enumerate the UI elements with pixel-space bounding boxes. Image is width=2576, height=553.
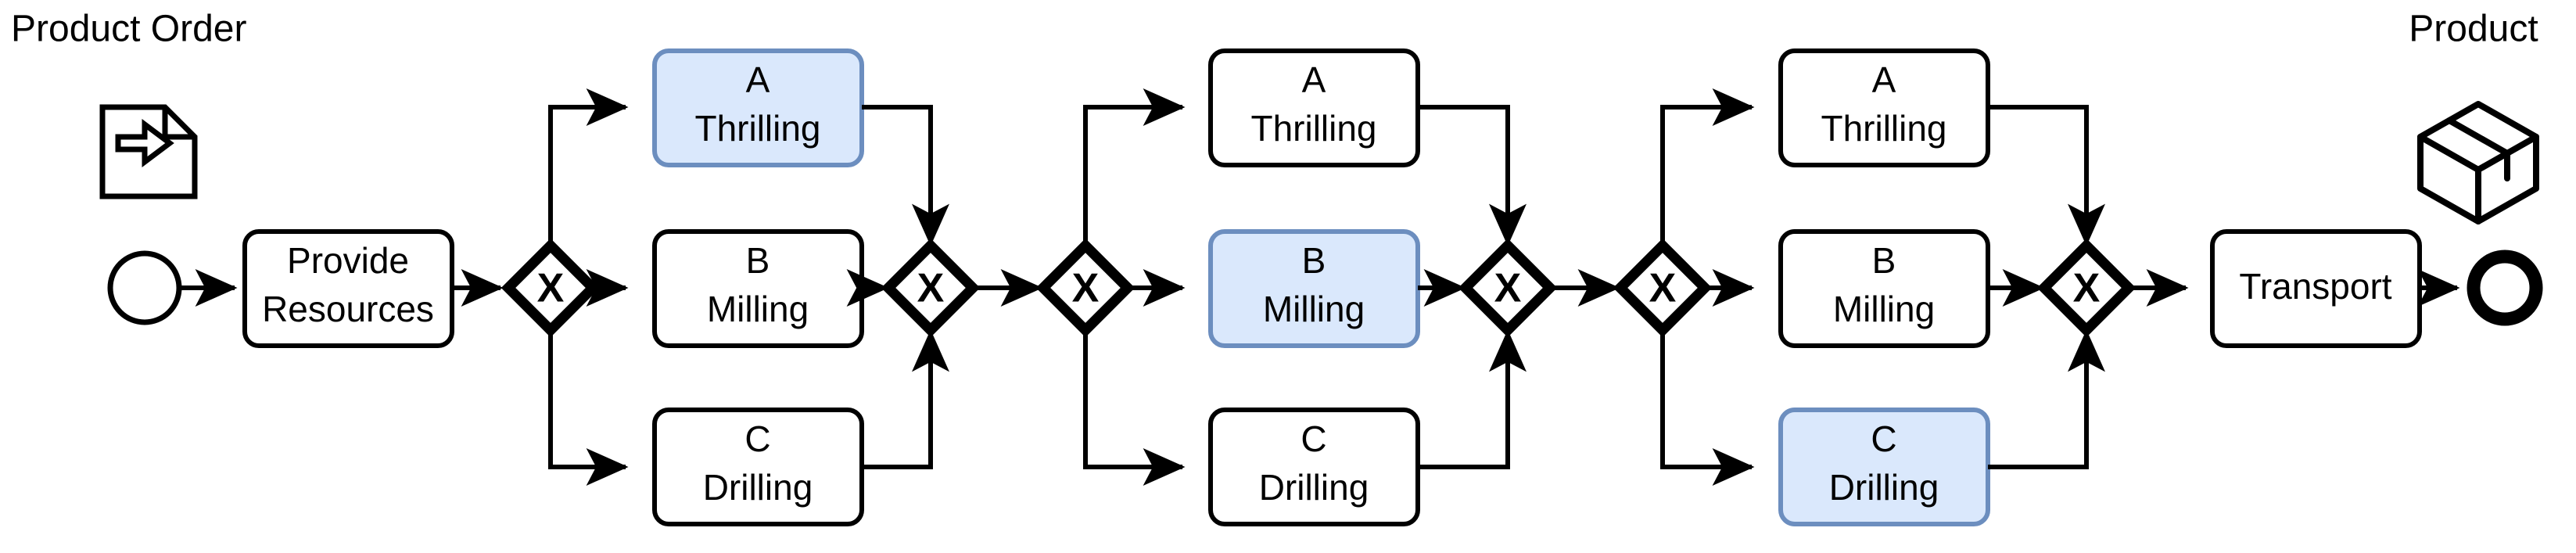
- stage-3-task-A-operation: Thrilling: [1821, 108, 1946, 149]
- stage-2-merge-gateway-diamond[interactable]: [1458, 238, 1558, 338]
- stage-2-task-C-operation: Drilling: [1259, 467, 1369, 508]
- stage-1-split-to-A: [548, 88, 629, 243]
- stage-3: X A Thrilling B Milling C Drilling X: [1613, 48, 2137, 526]
- stage-2-branch-B[interactable]: B Milling: [1208, 229, 1420, 348]
- stage-2-split-gateway[interactable]: X: [1035, 238, 1136, 338]
- stage-2-split-to-C: [1083, 332, 1186, 486]
- task-provide-resources-line2: Resources: [262, 289, 434, 329]
- stage-1-merge-gateway[interactable]: X: [881, 238, 981, 338]
- stage-3-merge-gateway-diamond[interactable]: [2036, 238, 2137, 338]
- product-order-artifact: Product Order: [11, 9, 246, 199]
- stage-1-split-gateway-symbol: X: [537, 266, 565, 311]
- task-transport[interactable]: Transport: [2210, 229, 2422, 348]
- task-provide-resources-line1: Provide: [287, 240, 409, 281]
- stage-1-branch-B[interactable]: B Milling: [652, 229, 864, 348]
- stage-2-task-B-operation: Milling: [1263, 289, 1365, 329]
- stage-3-split-to-C: [1660, 332, 1755, 486]
- stage-2-split-to-A: [1083, 88, 1186, 243]
- product-order-label: Product Order: [11, 9, 246, 50]
- stage-3-branch-B[interactable]: B Milling: [1778, 229, 1990, 348]
- stage-2-split-gateway-symbol: X: [1072, 266, 1100, 311]
- stage-1-branch-C[interactable]: C Drilling: [652, 408, 864, 526]
- product-label: Product: [2409, 9, 2538, 50]
- stage-1-task-B-letter: B: [746, 240, 770, 281]
- task-transport-label: Transport: [2239, 266, 2391, 307]
- stage-1-task-B-operation: Milling: [707, 289, 809, 329]
- stage-3-task-B-letter: B: [1872, 240, 1896, 281]
- product-artifact: Product: [2409, 9, 2539, 224]
- stage-1-merge-gateway-symbol: X: [917, 266, 945, 311]
- stage-3-task-C-operation: Drilling: [1829, 467, 1939, 508]
- stage-1-C-to-merge: [862, 329, 949, 469]
- stage-3-task-B-operation: Milling: [1833, 289, 1935, 329]
- stage-1-task-C-operation: Drilling: [703, 467, 813, 508]
- stage-2-C-to-merge: [1418, 329, 1527, 469]
- stage-3-split-gateway-symbol: X: [1649, 266, 1677, 311]
- stage-3-branch-A[interactable]: A Thrilling: [1778, 48, 1990, 167]
- stage-3-split-gateway[interactable]: X: [1613, 238, 1713, 338]
- stage-1-split-gateway[interactable]: X: [500, 238, 601, 338]
- stage-2-split-gateway-diamond[interactable]: [1035, 238, 1136, 338]
- stage-2-task-A-operation: Thrilling: [1250, 108, 1376, 149]
- stage-1-split-gateway-diamond[interactable]: [500, 238, 601, 338]
- stage-2-task-A-letter: A: [1302, 59, 1326, 100]
- stage-2-merge-gateway[interactable]: X: [1458, 238, 1558, 338]
- stage-3-split-to-A: [1660, 88, 1755, 243]
- stage-3-merge-gateway-symbol: X: [2073, 266, 2101, 311]
- stage-1-split-to-C: [548, 332, 629, 486]
- start-event[interactable]: [107, 250, 182, 325]
- stage-2-merge-gateway-symbol: X: [1494, 266, 1522, 311]
- stage-3-merge-gateway[interactable]: X: [2036, 238, 2137, 338]
- stage-2-A-to-merge: [1418, 105, 1527, 246]
- end-event[interactable]: [2467, 250, 2543, 326]
- stage-1-task-A-operation: Thrilling: [694, 108, 820, 149]
- stage-3-branch-C[interactable]: C Drilling: [1778, 408, 1990, 526]
- stage-3-split-gateway-diamond[interactable]: [1613, 238, 1713, 338]
- stage-1-task-A-letter: A: [746, 59, 770, 100]
- stage-3-A-to-merge: [1988, 105, 2105, 246]
- stage-2: X A Thrilling B Milling C Drilling X: [1035, 48, 1558, 526]
- stage-2-task-C-letter: C: [1301, 418, 1326, 459]
- stage-1-A-to-merge: [862, 105, 949, 246]
- stage-2-branch-C[interactable]: C Drilling: [1208, 408, 1420, 526]
- document-arrow-icon: [99, 104, 198, 199]
- stage-2-task-B-letter: B: [1302, 240, 1326, 281]
- stage-3-task-C-letter: C: [1871, 418, 1896, 459]
- stage-2-branch-A[interactable]: A Thrilling: [1208, 48, 1420, 167]
- stage-3-C-to-merge: [1988, 329, 2105, 469]
- stage-3-task-A-letter: A: [1872, 59, 1896, 100]
- package-box-icon: [2417, 101, 2539, 224]
- stage-1: X A Thrilling B Milling C Drilling: [500, 48, 981, 526]
- stage-1-task-C-letter: C: [744, 418, 770, 459]
- stage-1-branch-A[interactable]: A Thrilling: [652, 48, 864, 167]
- stage-1-merge-gateway-diamond[interactable]: [881, 238, 981, 338]
- task-provide-resources[interactable]: Provide Resources: [242, 229, 454, 348]
